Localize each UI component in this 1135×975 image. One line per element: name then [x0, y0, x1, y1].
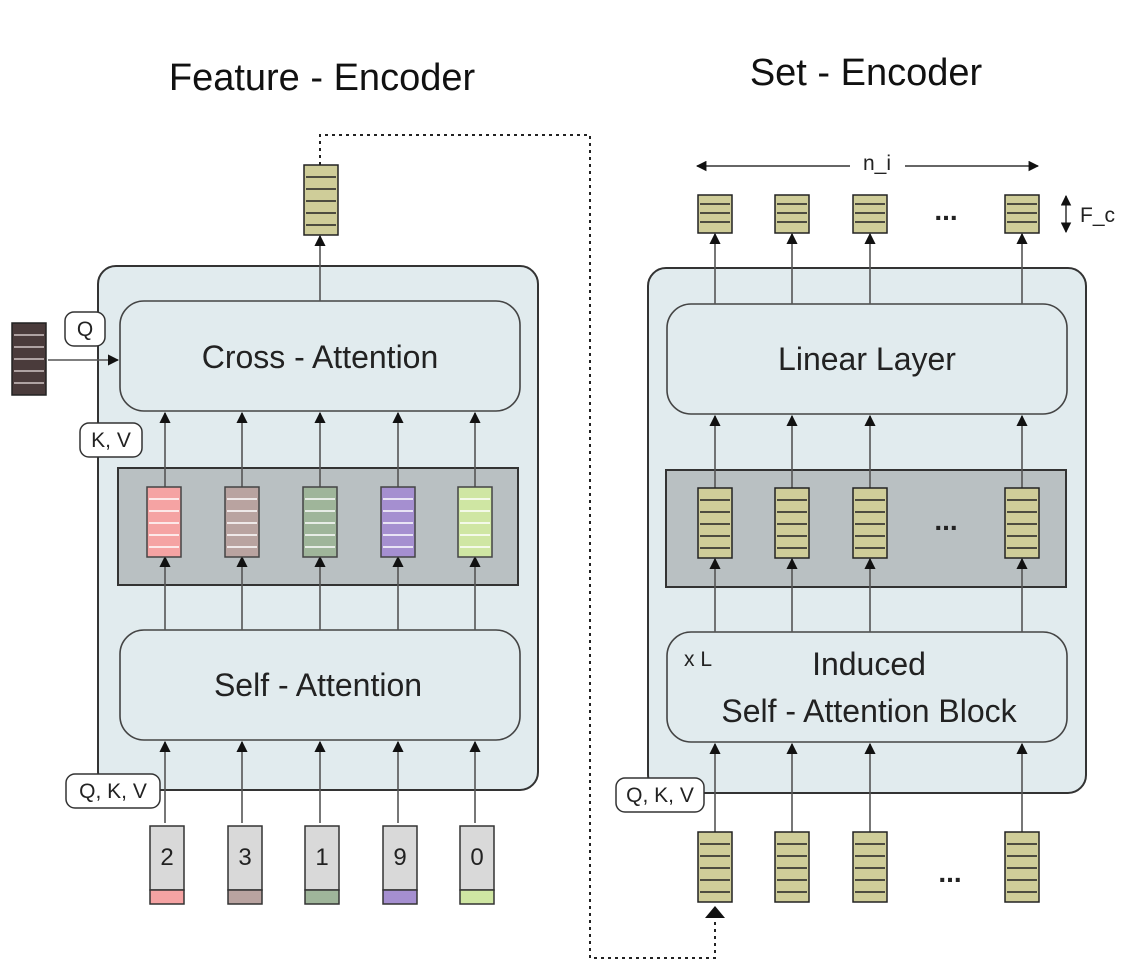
query-vector	[11, 322, 47, 396]
set-output-vectors	[697, 194, 1040, 234]
input-tokens: 2 3 1 9 0	[149, 825, 495, 905]
cross-attention-label: Cross - Attention	[202, 339, 439, 375]
linear-layer-label: Linear Layer	[778, 341, 956, 377]
dotted-connector	[319, 134, 716, 959]
set-hidden-vectors	[697, 487, 1040, 559]
input-ellipsis: ...	[938, 857, 961, 888]
width-dimension: n_i	[695, 152, 1040, 175]
set-hidden-vector	[697, 487, 733, 559]
svg-text:Q: Q	[77, 318, 93, 341]
isab-label-line2: Self - Attention Block	[721, 693, 1017, 729]
svg-text:2: 2	[160, 844, 173, 871]
svg-text:3: 3	[238, 844, 251, 871]
set-input-vector	[1004, 831, 1040, 903]
svg-text:Q, K, V: Q, K, V	[79, 780, 147, 803]
feature-qkv-tag: Q, K, V	[65, 773, 161, 809]
svg-text:K, V: K, V	[91, 429, 131, 452]
height-dimension: F_c	[1060, 194, 1115, 234]
input-token: 0	[459, 825, 495, 905]
output-ellipsis: ...	[934, 195, 957, 226]
kv-tag: K, V	[79, 422, 143, 458]
svg-text:9: 9	[393, 844, 406, 871]
set-hidden-vector	[852, 487, 888, 559]
repeat-tag: x L	[684, 648, 712, 671]
set-output-vector	[852, 194, 888, 234]
feature-arrows	[48, 234, 481, 823]
token-embedding	[146, 486, 182, 558]
feature-encoder-title: Feature - Encoder	[169, 57, 476, 99]
isab-label-line1: Induced	[812, 646, 926, 682]
input-token: 1	[304, 825, 340, 905]
set-input-vector	[697, 831, 733, 903]
set-output-vector	[697, 194, 733, 234]
input-token: 3	[227, 825, 263, 905]
connector-arrowhead	[705, 906, 725, 918]
feature-encoder-output-vector	[303, 164, 339, 236]
set-output-vector	[774, 194, 810, 234]
width-label: n_i	[863, 152, 891, 175]
self-attention-label: Self - Attention	[214, 667, 422, 703]
set-arrows	[709, 232, 1028, 832]
set-input-vector	[852, 831, 888, 903]
set-input-vector	[774, 831, 810, 903]
svg-text:Q, K, V: Q, K, V	[626, 784, 694, 807]
query-tag: Q	[64, 311, 106, 347]
input-token: 2	[149, 825, 185, 905]
set-encoder-title: Set - Encoder	[750, 52, 983, 94]
isab-block	[666, 631, 1068, 743]
set-hidden-vector	[1004, 487, 1040, 559]
set-output-vector	[1004, 194, 1040, 234]
token-embedding	[380, 486, 416, 558]
set-hidden-vector	[774, 487, 810, 559]
height-label: F_c	[1080, 204, 1115, 227]
token-embedding	[302, 486, 338, 558]
token-embedding	[224, 486, 260, 558]
linear-layer-block	[666, 303, 1068, 415]
hidden-ellipsis: ...	[934, 505, 957, 536]
svg-text:1: 1	[315, 844, 328, 871]
set-qkv-tag: Q, K, V	[615, 777, 705, 813]
set-input-vectors	[697, 831, 1040, 903]
token-embeddings	[146, 486, 493, 558]
token-embedding	[457, 486, 493, 558]
svg-text:0: 0	[470, 844, 483, 871]
input-token: 9	[382, 825, 418, 905]
